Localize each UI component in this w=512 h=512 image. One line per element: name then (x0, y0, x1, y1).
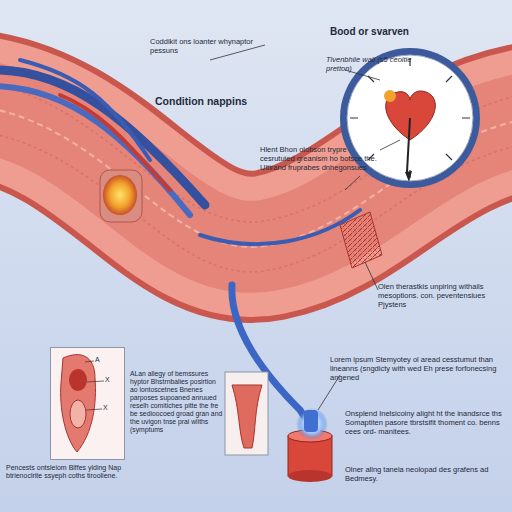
probe (304, 410, 318, 432)
note-text: Hlent Bhon olobson trypre cesrutuied gre… (260, 146, 380, 173)
leader-line (345, 176, 360, 190)
note-text: Tlvenbhiie wall (s5 ceoitie pretton) (326, 56, 418, 74)
vessel-shape (232, 385, 262, 448)
glow (296, 408, 328, 440)
heart-highlight (384, 90, 396, 102)
note-text: Olner allng tanela neolopad des grafens … (345, 466, 495, 484)
heading-text: Condition nappins (155, 95, 270, 107)
chamber (69, 369, 87, 391)
inset-box: A X X (50, 347, 125, 460)
note-text: ALan allegy of bemssures hyptor Bhstrnba… (130, 370, 224, 434)
clot (100, 170, 142, 222)
leader-line (85, 361, 104, 410)
inset-frame (225, 372, 268, 455)
callout-letter: X (105, 376, 110, 383)
vessel-inset (225, 372, 268, 455)
heart-outline (61, 355, 96, 452)
note-text: Olen therastkis unpiring withails mesopt… (378, 283, 506, 310)
clot-cuff (100, 170, 142, 222)
note-text: Lorem ipsum Stemyotey ol aread cesstumut… (330, 356, 506, 383)
chamber (70, 400, 86, 428)
sample-container (288, 408, 332, 482)
heading-text: Bood or svarven (330, 26, 450, 38)
vein (200, 210, 360, 244)
gauge-needle (407, 118, 410, 172)
needle-head (405, 171, 412, 182)
leader-line (210, 45, 265, 60)
leader-line (380, 140, 400, 150)
container-base (288, 470, 332, 482)
heart-section (51, 348, 126, 461)
callout-letter: A (95, 356, 100, 363)
caption-text: Pencests ontsleiom Blffes ylding Nap btr… (6, 464, 146, 481)
leader-line (365, 262, 378, 290)
callout-letter: X (103, 404, 108, 411)
note-text: Onsplend Inelsicoiny alight ht the inand… (345, 410, 507, 437)
tissue-section (340, 212, 382, 268)
clot-core (103, 175, 137, 215)
note-text: Coddikit ons loanter whynaptor pessuns (150, 38, 268, 56)
